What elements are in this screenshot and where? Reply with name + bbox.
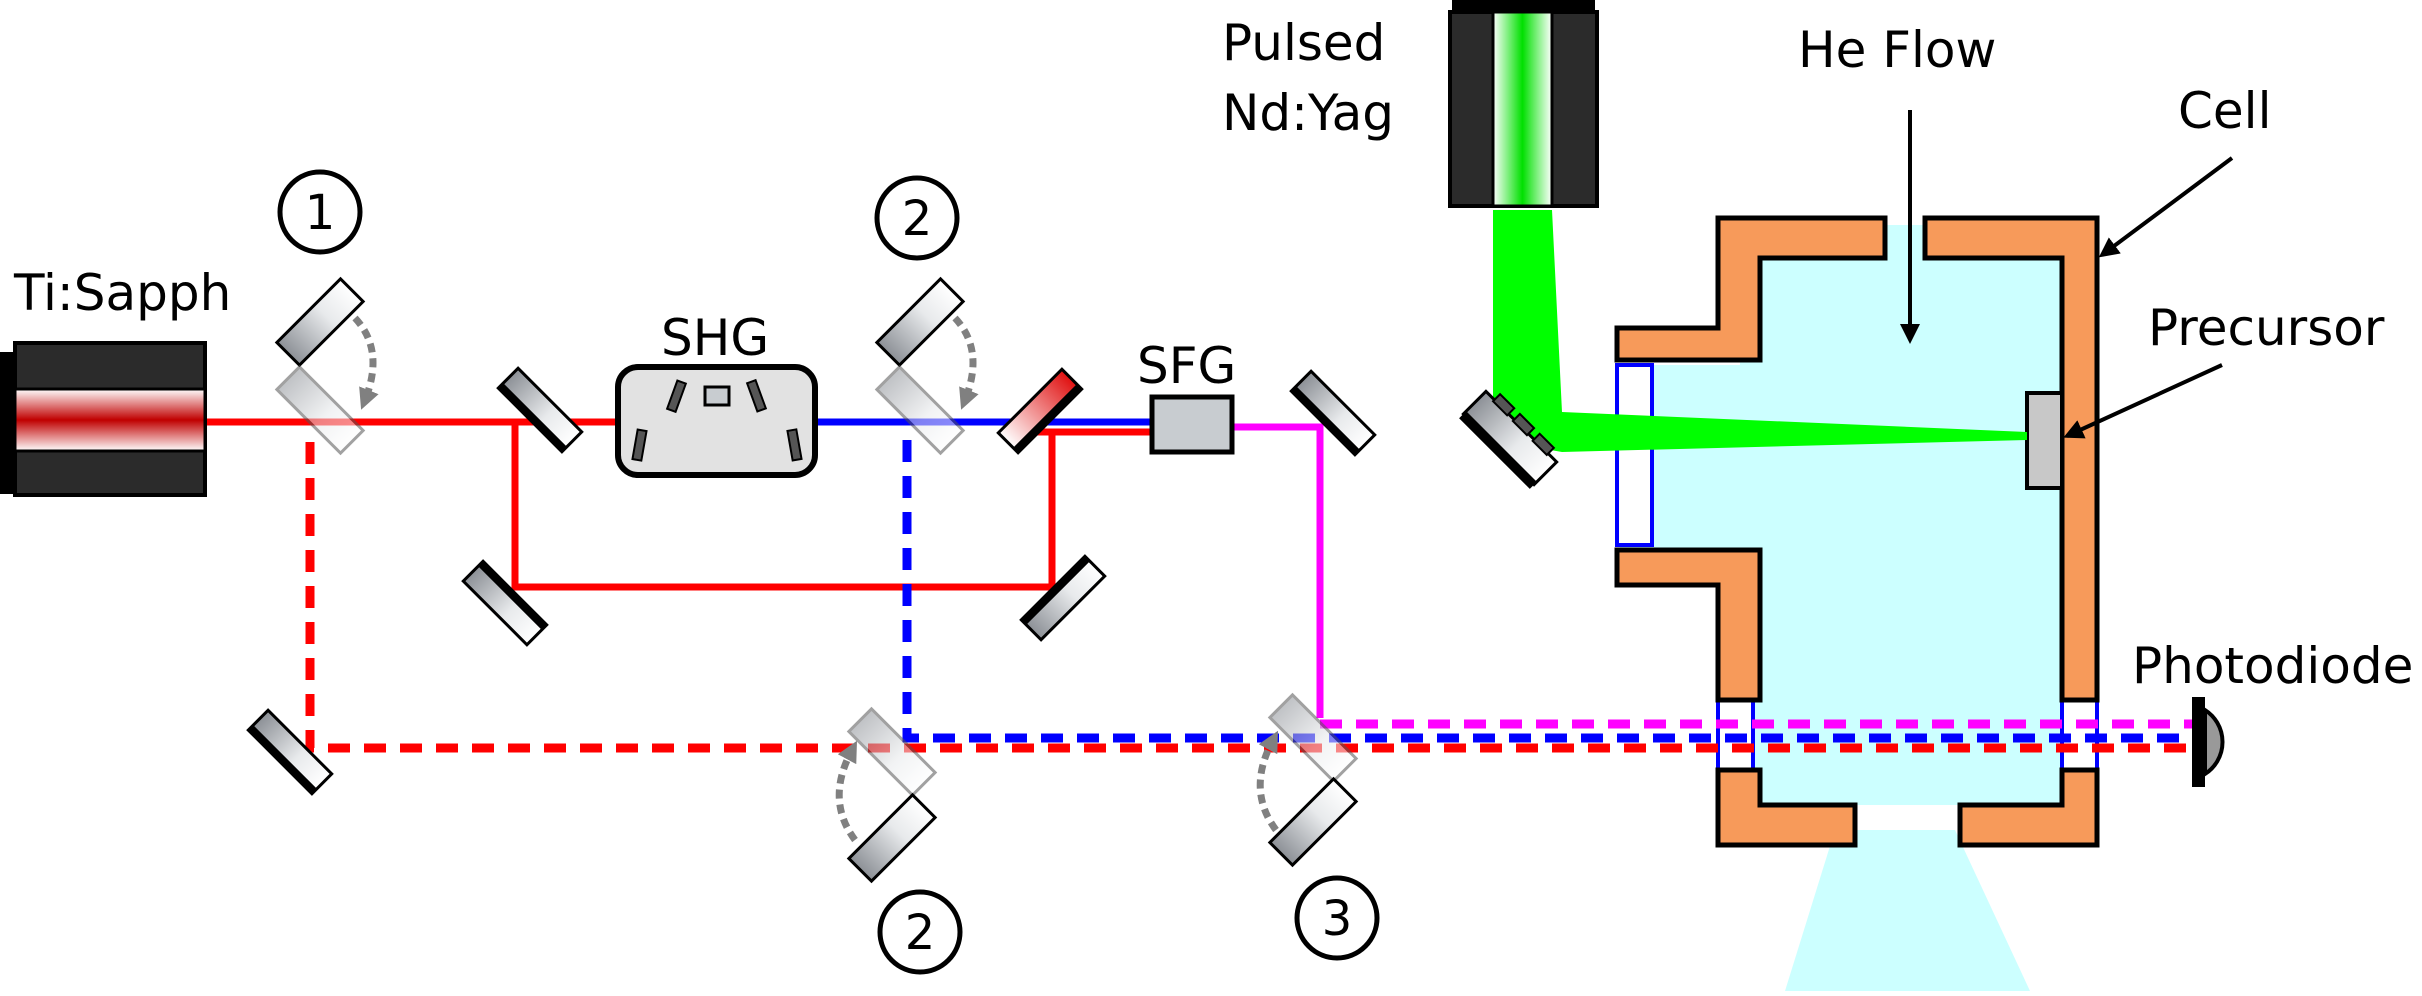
gas-plume [1785,830,2030,991]
nd-yag-laser [1448,0,1599,208]
label-nd-yag: Nd:Yag [1222,84,1394,142]
shg-mirror-3 [631,428,648,462]
marker-2-top-text: 2 [902,191,933,247]
label-ti-sapph: Ti:Sapph [13,264,231,322]
labels: Ti:Sapph Pulsed Nd:Yag He Flow Cell Prec… [13,14,2413,695]
ti-sapph-laser [0,341,207,497]
flip-arrow-1 [352,315,379,410]
cell-wall-bottom-right [1957,767,2100,848]
marker-2-bottom-circle [877,889,963,975]
sum-frequency-beam [1232,423,1324,718]
flip-mirror-2-top-up [874,276,966,368]
photodiode-dome [2203,706,2225,778]
precursor-target [2025,391,2064,490]
flip-mirror-1-down [274,364,366,456]
mirror-bypass-lower-right [1019,554,1107,642]
cell-gas-region [1620,225,2065,835]
photodiode [2192,697,2225,787]
ti-sapph-endcap [0,352,17,494]
cell-wall-bottom-left [1715,767,1858,848]
flip-arrow-2-bottom [835,740,858,843]
label-shg: SHG [661,309,769,367]
shg-mirror-4 [786,428,803,462]
marker-1-text: 1 [305,185,336,241]
marker-3-text: 3 [1322,891,1353,947]
marker-2-top-circle [874,175,960,261]
label-pulsed: Pulsed [1222,14,1385,72]
flip-mirror-3-down [1267,776,1359,868]
marker-3-circle [1294,875,1380,961]
flip-mirror-2-bottom [835,706,938,884]
cell-pointer-arrow [2098,156,2234,258]
mirror-diagnostic-red [246,708,334,796]
flip-arrow-2-top [952,315,979,410]
shg-box [615,364,818,478]
marker-1-circle [277,169,363,255]
cell-assembly [1614,215,2100,991]
flip-mirror-3-up [1267,692,1359,784]
flip-position-markers: 1 2 2 3 [277,169,1380,975]
ablation-beam [1493,210,2027,452]
pointer-arrows [1900,110,2234,439]
label-cell: Cell [2178,82,2271,140]
flip-mirror-2-bottom-down [846,792,938,884]
mirror-bypass-lower-left [461,559,549,647]
sfg-box [1149,394,1235,455]
flip-mirror-1 [274,276,379,456]
second-harmonic-diagnostic-beam [902,440,2205,743]
shg-unit [615,364,818,478]
flip-mirror-2-bottom-up [846,706,938,798]
ti-sapph-beam-window [13,387,207,453]
flip-arrow-3 [1256,730,1279,833]
label-photodiode: Photodiode [2132,637,2413,695]
cell-wall-top-left [1614,215,1888,363]
mirror-sfg-output [1289,369,1377,457]
flip-mirror-2-top [874,276,979,456]
label-precursor: Precursor [2148,299,2385,357]
shg-mirror-2 [745,378,768,413]
shg-crystal [703,385,731,407]
nd-yag-beam-window [1491,10,1554,208]
flip-mirror-3 [1256,692,1359,868]
marker-2-bottom-text: 2 [905,905,936,961]
shg-mirror-1 [665,379,688,414]
fundamental-diagnostic-beam [305,442,2205,753]
mirrors [246,276,1559,884]
precursor-pointer-arrow [2063,363,2223,439]
cell-wall-mid-left [1614,547,1763,703]
dichroic-mirror [996,367,1084,455]
label-he-flow: He Flow [1798,21,1996,79]
mirror-shg-input [496,366,584,454]
flip-mirror-2-top-down [874,364,966,456]
photodiode-base [2192,697,2205,787]
label-sfg: SFG [1137,337,1236,395]
focusing-lens-mount [1459,389,1559,489]
flip-mirror-1-up [274,276,366,368]
cell-window-left [1615,363,1654,547]
